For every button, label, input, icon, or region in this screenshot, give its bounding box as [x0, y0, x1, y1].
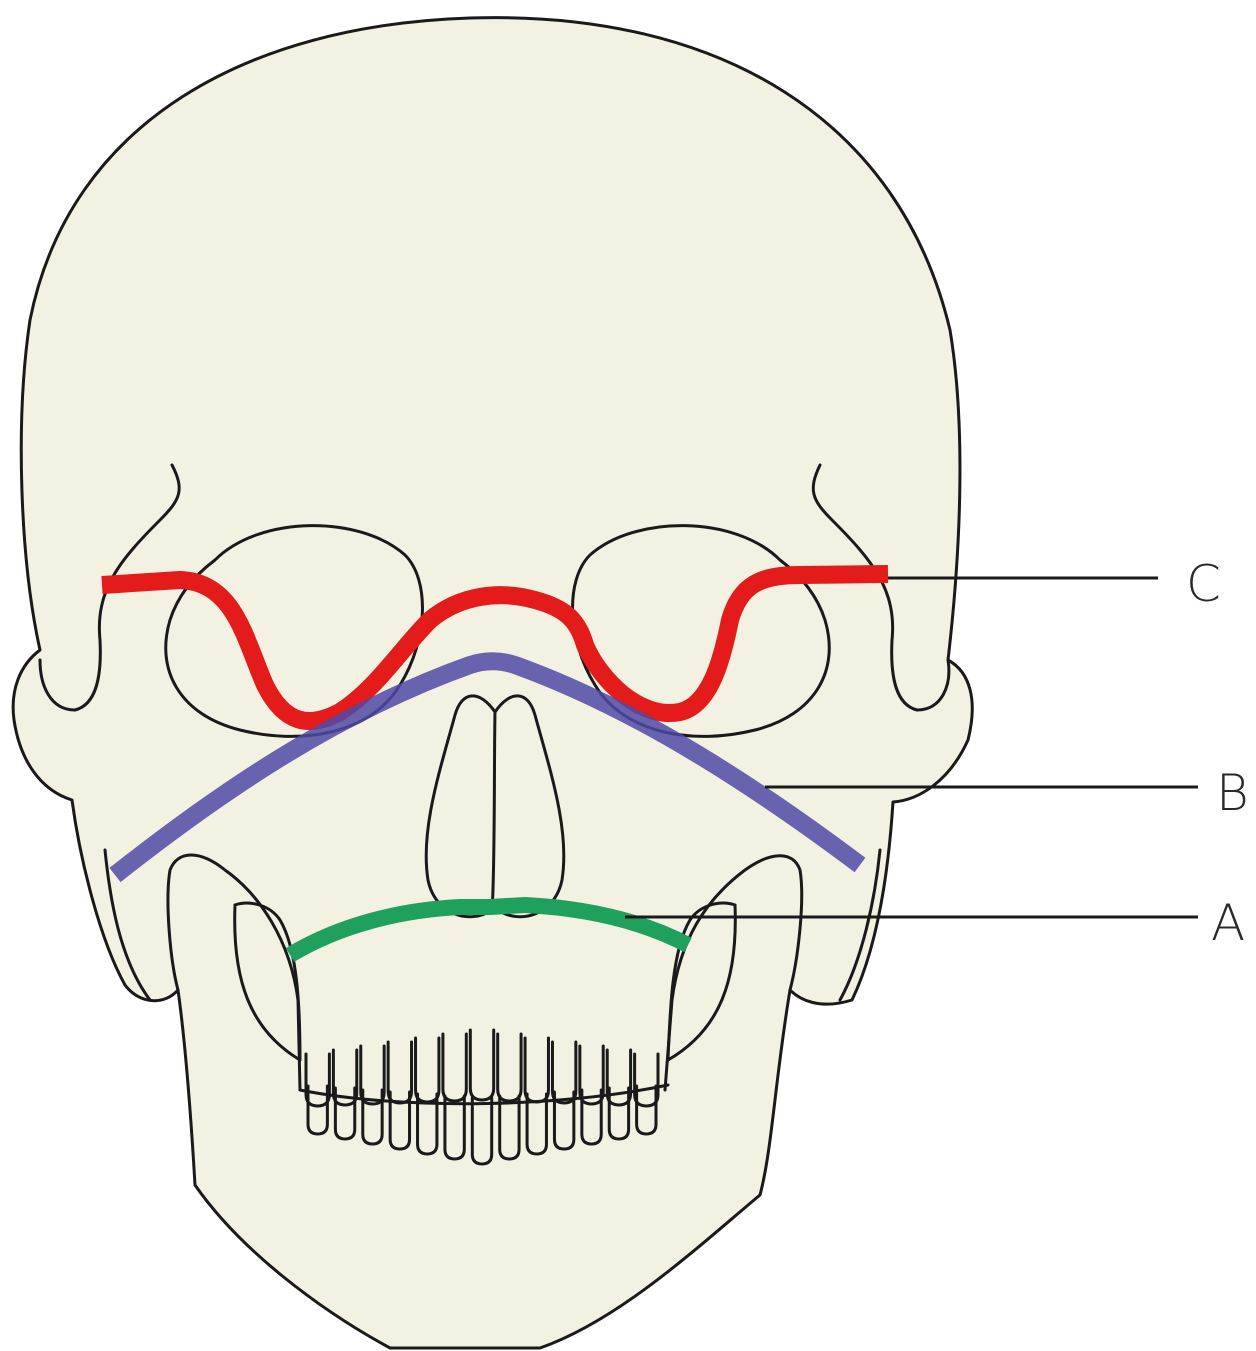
label-a: A: [1211, 894, 1245, 952]
label-c: C: [1186, 555, 1221, 613]
label-b: B: [1216, 764, 1249, 822]
